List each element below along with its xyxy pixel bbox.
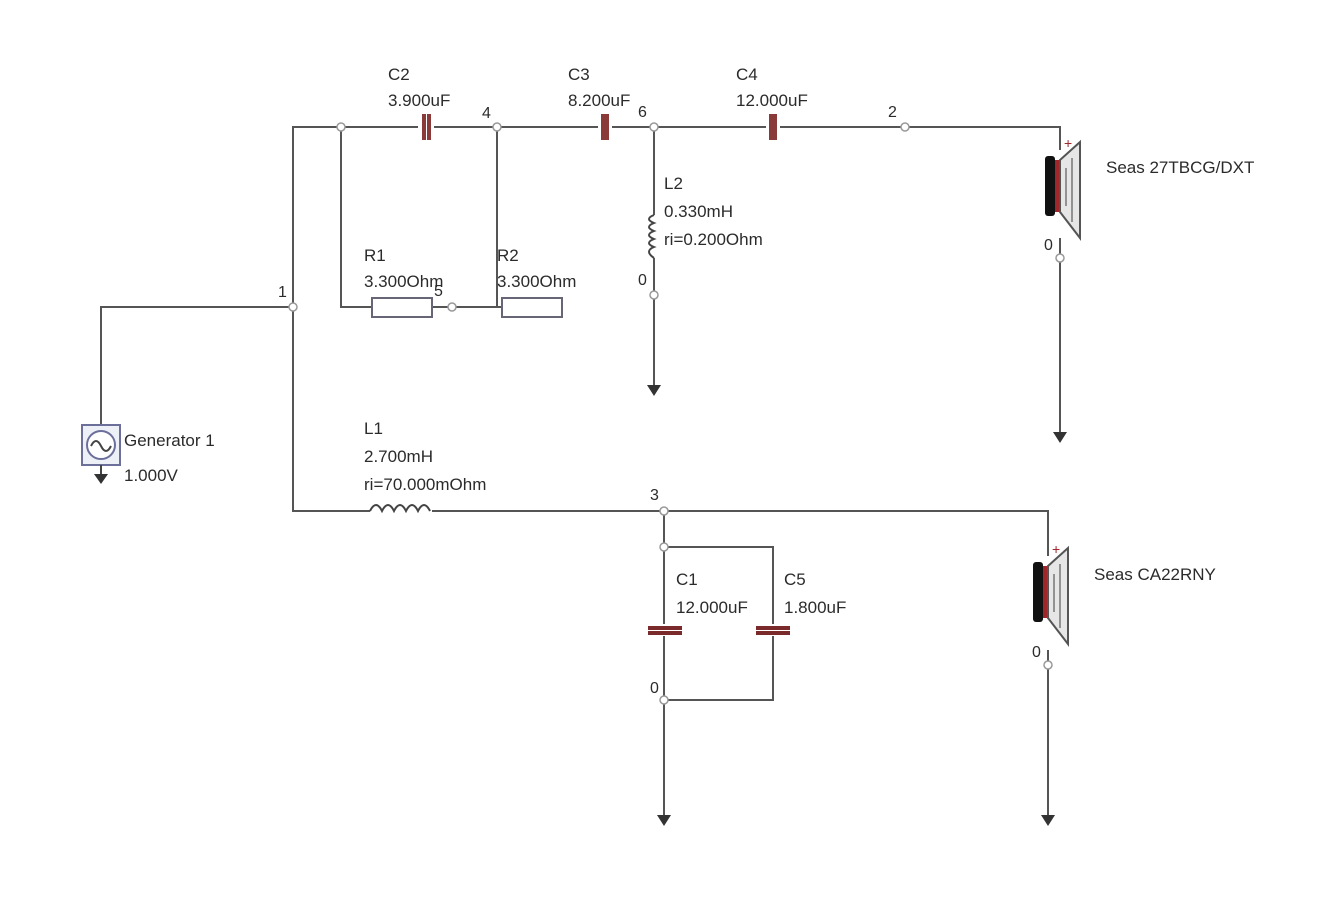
c5-name-label: C5 <box>784 570 806 589</box>
l1-value-label: 2.700mH <box>364 447 433 466</box>
c1-ground-icon <box>657 815 671 826</box>
r1-value-label: 3.300Ohm <box>364 272 443 291</box>
generator-ground-icon <box>94 474 108 484</box>
capacitor-c1[interactable] <box>648 624 682 636</box>
bottom-bus-wire <box>292 307 1049 540</box>
l2-value-label: 0.330mH <box>664 202 733 221</box>
woofer-plus-icon: + <box>1052 541 1060 557</box>
r2-name-label: R2 <box>497 246 519 265</box>
node-6-label: 6 <box>638 104 647 121</box>
c2-name-label: C2 <box>388 65 410 84</box>
tweeter-plus-icon: + <box>1064 135 1072 151</box>
inductor-l1[interactable] <box>369 503 432 514</box>
c4-value-label: 12.000uF <box>736 91 808 110</box>
node-3-label: 3 <box>650 487 659 504</box>
l2-ri-label: ri=0.200Ohm <box>664 230 763 249</box>
c5-value-label: 1.800uF <box>784 598 846 617</box>
node-4-label: 4 <box>482 105 491 122</box>
generator-feed-wire <box>100 306 293 425</box>
generator-value-label: 1.000V <box>124 466 179 485</box>
capacitor-c3[interactable] <box>598 114 612 140</box>
capacitor-c2[interactable] <box>418 114 434 140</box>
tweeter-name-label: Seas 27TBCG/DXT <box>1106 158 1254 177</box>
junction-dots <box>288 122 1065 705</box>
node-0-tweeter-label: 0 <box>1044 237 1053 254</box>
capacitor-c5[interactable] <box>756 624 790 636</box>
l2-name-label: L2 <box>664 174 683 193</box>
r1-name-label: R1 <box>364 246 386 265</box>
l1-ri-label: ri=70.000mOhm <box>364 475 486 494</box>
c3-value-label: 8.200uF <box>568 91 630 110</box>
inductor-l2[interactable] <box>648 214 657 259</box>
tweeter-ground-icon <box>1053 432 1067 443</box>
node-2-label: 2 <box>888 104 897 121</box>
c2-value-label: 3.900uF <box>388 91 450 110</box>
c4-name-label: C4 <box>736 65 758 84</box>
c1-name-label: C1 <box>676 570 698 589</box>
woofer-name-label: Seas CA22RNY <box>1094 565 1216 584</box>
generator-source[interactable] <box>81 424 121 484</box>
generator-name-label: Generator 1 <box>124 431 215 450</box>
c1-value-label: 12.000uF <box>676 598 748 617</box>
top-bus-wire <box>292 126 1061 307</box>
node-0-woofer-label: 0 <box>1032 644 1041 661</box>
r2-value-label: 3.300Ohm <box>497 272 576 291</box>
r1-left-wire <box>340 127 372 308</box>
l1-name-label: L1 <box>364 419 383 438</box>
l2-ground-icon <box>647 385 661 396</box>
node-0-l2-label: 0 <box>638 272 647 289</box>
c3-name-label: C3 <box>568 65 590 84</box>
resistor-r1[interactable] <box>371 297 433 318</box>
capacitor-c4[interactable] <box>766 114 780 140</box>
tweeter-speaker[interactable]: + <box>1045 135 1081 241</box>
woofer-speaker[interactable]: + <box>1033 540 1069 647</box>
woofer-ground-icon <box>1041 815 1055 826</box>
node-1-label: 1 <box>278 284 287 301</box>
c5-loop-wire <box>664 546 774 701</box>
node-5-label: 5 <box>434 283 443 300</box>
wires <box>100 126 1061 815</box>
node-0-c1-label: 0 <box>650 680 659 697</box>
resistor-r2[interactable] <box>501 297 563 318</box>
